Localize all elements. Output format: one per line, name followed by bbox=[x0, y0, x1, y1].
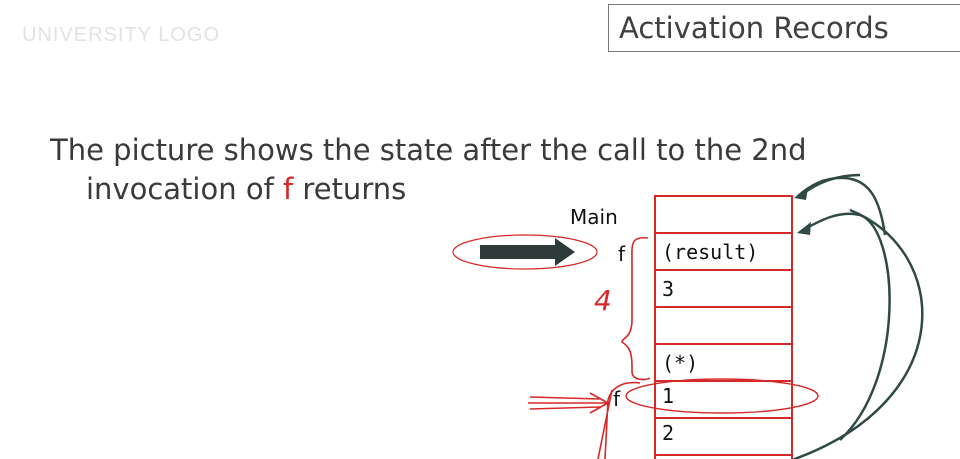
slide-title-box: Activation Records bbox=[608, 4, 960, 52]
stack-cell-5: 1 bbox=[662, 384, 675, 408]
arrow-circle-annotation bbox=[452, 234, 598, 270]
arrowhead-icon bbox=[794, 188, 808, 200]
control-link-arrow bbox=[799, 212, 891, 441]
bullet-line-2-text-a: invocation of bbox=[86, 172, 283, 206]
stack-cell-2: 3 bbox=[662, 277, 675, 301]
bullet-line-2: invocation of f returns bbox=[86, 172, 406, 206]
label-main: Main bbox=[570, 205, 618, 229]
stack-frame bbox=[654, 195, 793, 459]
stack-cell-1: (result) bbox=[662, 240, 759, 264]
slide-title: Activation Records bbox=[619, 11, 889, 45]
stack-cell-4: (*) bbox=[662, 351, 699, 375]
label-f-frame-2: f bbox=[613, 387, 621, 411]
university-logo: UNIVERSITY LOGO bbox=[22, 24, 221, 46]
stack-cell-6: 2 bbox=[662, 421, 675, 445]
label-f-frame-1: f bbox=[618, 242, 626, 266]
access-link-arrow-b bbox=[796, 176, 887, 236]
bullet-line-1: The picture shows the state after the ca… bbox=[50, 133, 807, 167]
current-frame-arrow-icon bbox=[480, 238, 575, 266]
arrowhead-icon bbox=[797, 222, 811, 235]
pointer-arrow-annotation bbox=[528, 392, 610, 414]
frame-brace-annotation-2 bbox=[597, 381, 641, 459]
frame-brace-annotation bbox=[621, 236, 651, 381]
frame-size-annotation: 4 bbox=[594, 284, 612, 317]
bullet-line-2-text-b: returns bbox=[293, 172, 407, 206]
function-name-highlight: f bbox=[283, 172, 294, 206]
cell-highlight-circle bbox=[625, 378, 819, 414]
